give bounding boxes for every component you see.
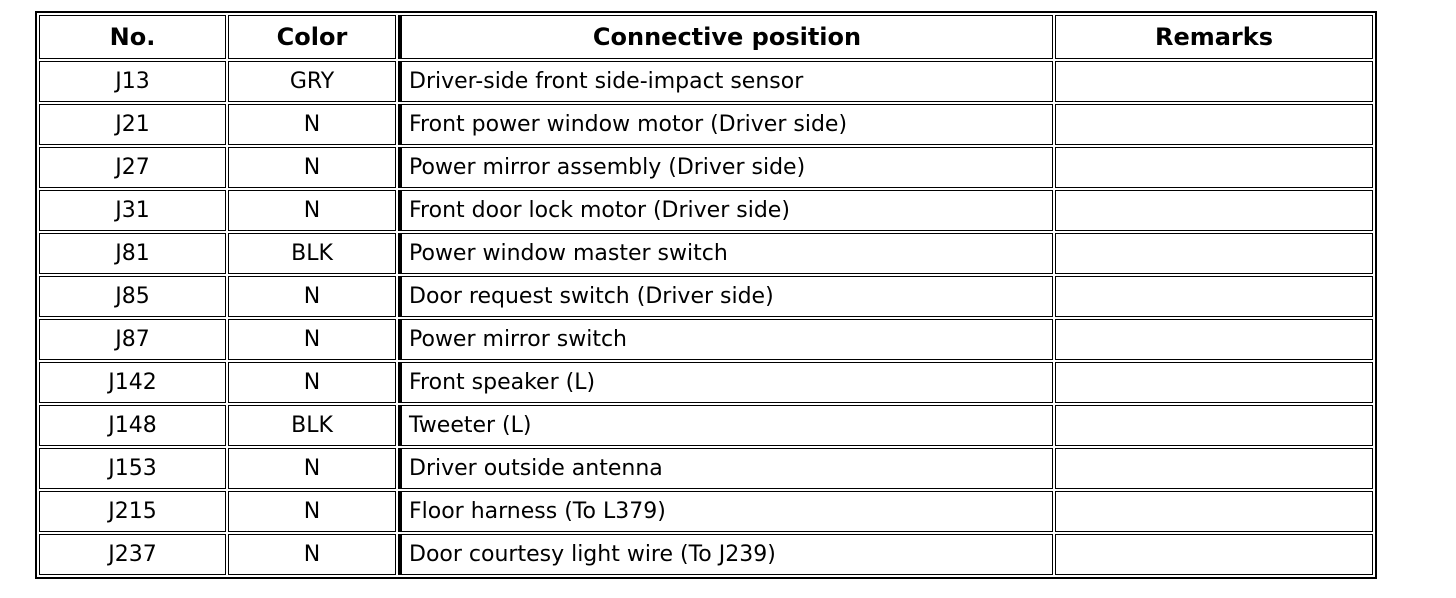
cell-position: Floor harness (To L379) — [398, 491, 1053, 532]
table-row: J31 N Front door lock motor (Driver side… — [39, 190, 1373, 231]
cell-color: N — [228, 362, 396, 403]
cell-remarks — [1055, 362, 1373, 403]
cell-remarks — [1055, 276, 1373, 317]
cell-color: N — [228, 491, 396, 532]
cell-remarks — [1055, 147, 1373, 188]
cell-remarks — [1055, 104, 1373, 145]
cell-color: BLK — [228, 233, 396, 274]
table-row: J87 N Power mirror switch — [39, 319, 1373, 360]
cell-connector-no: J237 — [39, 534, 226, 575]
cell-connector-no: J81 — [39, 233, 226, 274]
cell-connector-no: J31 — [39, 190, 226, 231]
cell-position: Front door lock motor (Driver side) — [398, 190, 1053, 231]
cell-remarks — [1055, 190, 1373, 231]
table-row: J81 BLK Power window master switch — [39, 233, 1373, 274]
cell-position: Power window master switch — [398, 233, 1053, 274]
cell-color: N — [228, 534, 396, 575]
cell-connector-no: J85 — [39, 276, 226, 317]
cell-color: BLK — [228, 405, 396, 446]
header-position: Connective position — [398, 15, 1053, 59]
cell-connector-no: J21 — [39, 104, 226, 145]
connector-table-container: No. Color Connective position Remarks J1… — [35, 11, 1377, 579]
table-row: J13 GRY Driver-side front side-impact se… — [39, 61, 1373, 102]
table-body: J13 GRY Driver-side front side-impact se… — [39, 61, 1373, 575]
cell-connector-no: J153 — [39, 448, 226, 489]
table-row: J21 N Front power window motor (Driver s… — [39, 104, 1373, 145]
cell-connector-no: J148 — [39, 405, 226, 446]
cell-remarks — [1055, 233, 1373, 274]
connector-table: No. Color Connective position Remarks J1… — [35, 11, 1377, 579]
cell-color: N — [228, 319, 396, 360]
cell-position: Door courtesy light wire (To J239) — [398, 534, 1053, 575]
header-row: No. Color Connective position Remarks — [39, 15, 1373, 59]
table-row: J237 N Door courtesy light wire (To J239… — [39, 534, 1373, 575]
table-row: J215 N Floor harness (To L379) — [39, 491, 1373, 532]
cell-connector-no: J27 — [39, 147, 226, 188]
cell-position: Power mirror switch — [398, 319, 1053, 360]
cell-position: Driver-side front side-impact sensor — [398, 61, 1053, 102]
table-row: J153 N Driver outside antenna — [39, 448, 1373, 489]
table-row: J85 N Door request switch (Driver side) — [39, 276, 1373, 317]
cell-position: Door request switch (Driver side) — [398, 276, 1053, 317]
cell-remarks — [1055, 491, 1373, 532]
cell-remarks — [1055, 448, 1373, 489]
cell-position: Driver outside antenna — [398, 448, 1053, 489]
header-color: Color — [228, 15, 396, 59]
cell-connector-no: J87 — [39, 319, 226, 360]
cell-color: N — [228, 147, 396, 188]
cell-color: N — [228, 104, 396, 145]
table-row: J27 N Power mirror assembly (Driver side… — [39, 147, 1373, 188]
cell-position: Front power window motor (Driver side) — [398, 104, 1053, 145]
table-header: No. Color Connective position Remarks — [39, 15, 1373, 59]
cell-color: N — [228, 276, 396, 317]
cell-color: GRY — [228, 61, 396, 102]
cell-position: Power mirror assembly (Driver side) — [398, 147, 1053, 188]
cell-position: Front speaker (L) — [398, 362, 1053, 403]
cell-remarks — [1055, 534, 1373, 575]
header-remarks: Remarks — [1055, 15, 1373, 59]
cell-remarks — [1055, 405, 1373, 446]
table-row: J142 N Front speaker (L) — [39, 362, 1373, 403]
cell-connector-no: J142 — [39, 362, 226, 403]
cell-remarks — [1055, 61, 1373, 102]
cell-color: N — [228, 448, 396, 489]
cell-color: N — [228, 190, 396, 231]
table-row: J148 BLK Tweeter (L) — [39, 405, 1373, 446]
header-no: No. — [39, 15, 226, 59]
cell-remarks — [1055, 319, 1373, 360]
cell-position: Tweeter (L) — [398, 405, 1053, 446]
cell-connector-no: J13 — [39, 61, 226, 102]
cell-connector-no: J215 — [39, 491, 226, 532]
